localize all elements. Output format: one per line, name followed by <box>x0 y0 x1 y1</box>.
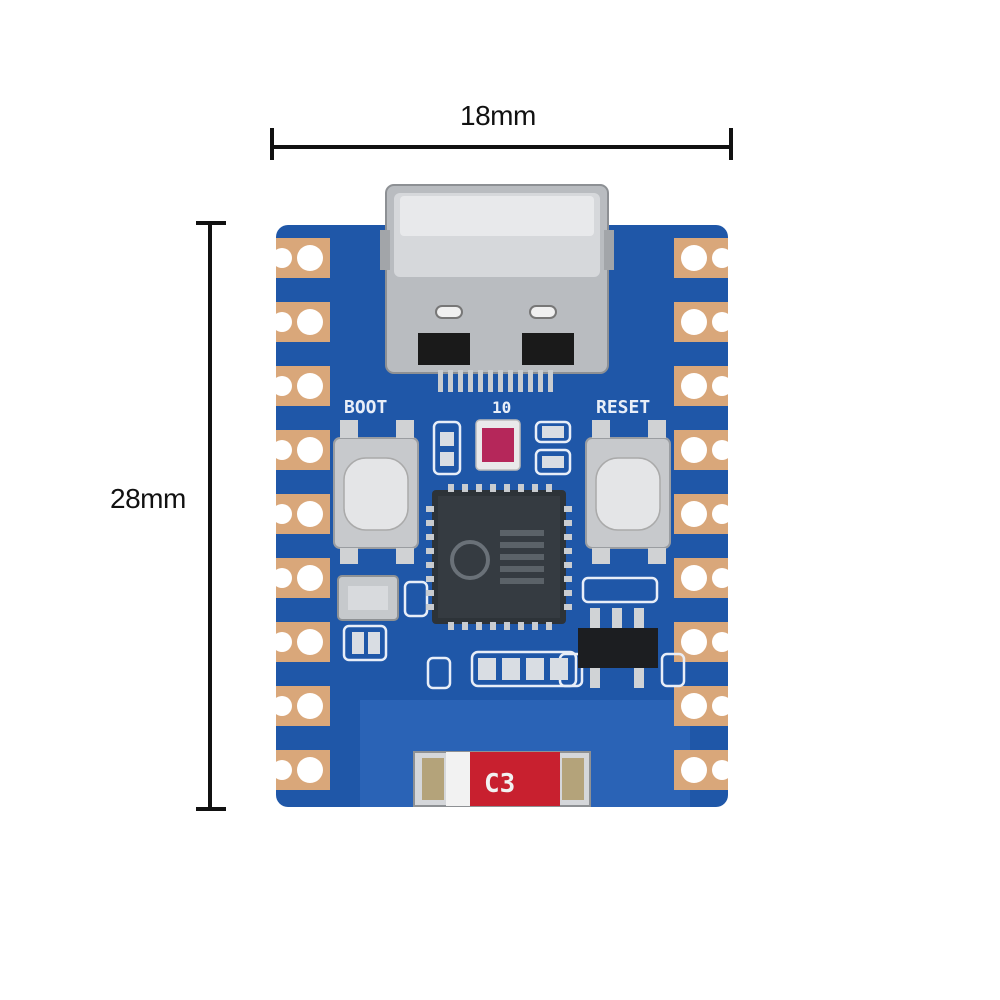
pin-pad <box>272 302 330 342</box>
width-dimension-right-tick <box>729 128 733 160</box>
pin-pad <box>674 686 732 726</box>
pin-pad <box>674 366 732 406</box>
pin-pad <box>272 686 330 726</box>
pin-pad <box>674 494 732 534</box>
pin-pad <box>272 622 330 662</box>
pin-pad <box>272 558 330 598</box>
width-dimension-left-tick <box>270 128 274 160</box>
espressif-logo-icon <box>450 540 490 580</box>
esp32-c3-chip <box>426 484 572 630</box>
width-dimension-line <box>272 145 732 149</box>
width-dimension-label: 18mm <box>460 100 536 131</box>
pin-pad <box>272 430 330 470</box>
smd-pads <box>352 426 568 680</box>
smd-components <box>342 420 686 690</box>
left-pin-row <box>272 238 330 790</box>
crystal-oscillator <box>337 575 399 621</box>
c3-badge-label: C3 <box>484 769 515 799</box>
reset-label: RESET <box>596 397 650 418</box>
pin-pad <box>272 238 330 278</box>
pin-pad <box>674 302 732 342</box>
boot-button[interactable] <box>333 420 419 564</box>
pin-pad <box>272 494 330 534</box>
height-dimension-line <box>208 222 212 810</box>
height-dimension-top-tick <box>196 221 226 225</box>
ceramic-antenna <box>413 751 591 807</box>
led-label: 10 <box>492 398 511 417</box>
pin-pad <box>674 750 732 790</box>
height-dimension-bottom-tick <box>196 807 226 811</box>
pin-pad <box>674 622 732 662</box>
pin-pad <box>272 750 330 790</box>
reset-button[interactable] <box>585 420 671 564</box>
pin-pad <box>674 558 732 598</box>
height-dimension-label: 28mm <box>110 483 186 514</box>
voltage-regulator <box>578 608 658 688</box>
boot-label: BOOT <box>344 397 388 418</box>
pin-pad <box>674 430 732 470</box>
right-pin-row <box>674 238 732 790</box>
usb-c-connector <box>380 184 614 392</box>
pin-pad <box>272 366 330 406</box>
rgb-led <box>475 419 521 471</box>
pin-pad <box>674 238 732 278</box>
